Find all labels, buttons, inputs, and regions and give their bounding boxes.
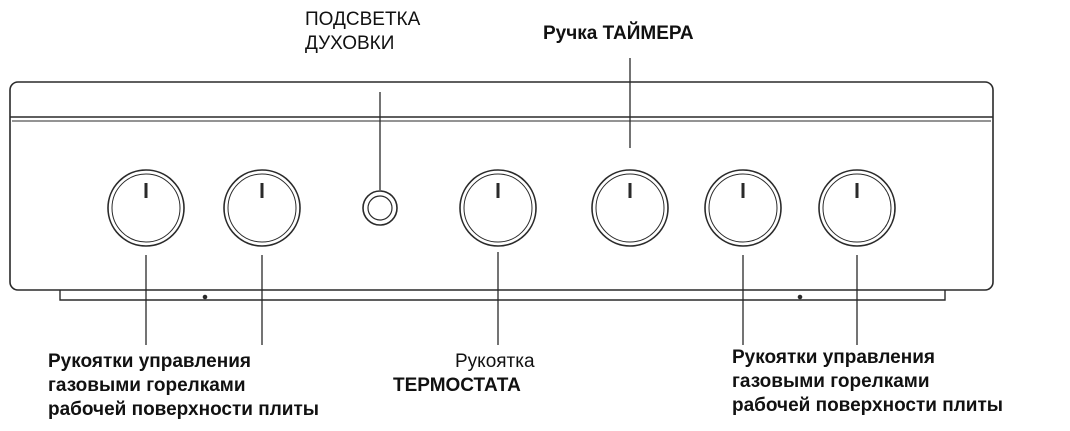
thermostat-knob[interactable] [459,169,537,247]
timer-label: Ручка ТАЙМЕРА [543,22,694,46]
burner-knob-2[interactable] [223,169,301,247]
burners-right-label-line2: газовыми горелками [732,371,930,392]
burners-left-label-line3: рабочей поверхности плиты [48,399,320,420]
burner-knob-4[interactable] [818,169,896,247]
burners-left-label: Рукоятки управления газовыми горелками р… [48,350,319,422]
thermostat-label-line2: ТЕРМОСТАТА [393,375,521,396]
timer-knob[interactable] [591,169,669,247]
oven-light-label-line2: ДУХОВКИ [305,33,395,54]
oven-light-label: ПОДСВЕТКА ДУХОВКИ [305,8,420,56]
burner-knob-3[interactable] [704,169,782,247]
oven-light-button[interactable] [362,190,398,226]
control-panel-body [9,81,994,291]
panel-bottom-strip [59,290,946,301]
thermostat-label-line1: Рукоятка [455,351,535,372]
burners-right-label-line3: рабочей поверхности плиты [732,395,1004,416]
burners-right-label: Рукоятки управления газовыми горелками р… [732,346,1003,418]
thermostat-label: Рукоятка ТЕРМОСТАТА [393,350,535,398]
panel-screw-right [797,294,803,300]
burner-knob-1[interactable] [107,169,185,247]
burners-left-label-line2: газовыми горелками [48,375,246,396]
burners-left-label-line1: Рукоятки управления [48,351,251,372]
oven-light-label-line1: ПОДСВЕТКА [305,9,421,30]
panel-screw-left [202,294,208,300]
burners-right-label-line1: Рукоятки управления [732,347,935,368]
timer-label-text: Ручка ТАЙМЕРА [543,23,694,44]
